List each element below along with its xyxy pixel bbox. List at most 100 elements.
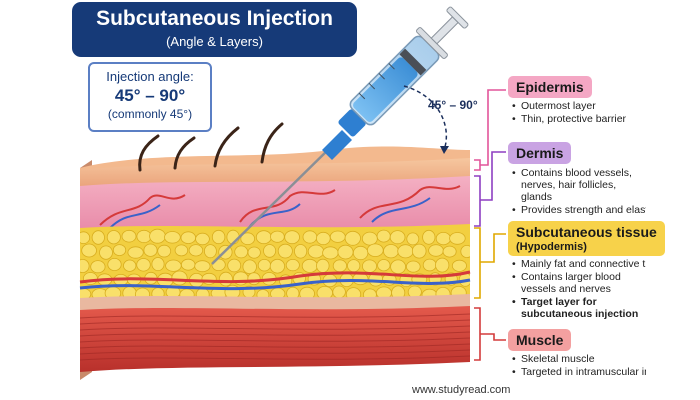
injection-angle-common: (commonly 45°): [107, 107, 193, 121]
fat-cell: [405, 260, 421, 273]
fat-cell: [435, 257, 450, 273]
angle-indicator-label: 45° – 90°: [428, 98, 478, 112]
dermis-bracket: [474, 151, 506, 227]
muscle-fibers: [79, 313, 471, 361]
fat-cell: [203, 244, 217, 259]
fat-cell: [411, 243, 427, 259]
fat-cell: [332, 259, 347, 273]
fat-cell: [442, 245, 457, 258]
needle-icon: [211, 142, 336, 265]
muscle-fiber: [79, 325, 471, 331]
fat-cell: [255, 230, 272, 245]
muscle-fiber: [79, 319, 471, 325]
epidermis-name: Epidermis: [516, 79, 584, 95]
fat-cell: [422, 229, 436, 245]
fat-cell: [293, 244, 308, 259]
fat-cell: [361, 231, 378, 246]
subcutaneous-subname: (Hypodermis): [516, 241, 587, 253]
dermis-title: Dermis: [508, 142, 572, 164]
fat-cell: [242, 259, 257, 275]
fat-cell: [112, 244, 127, 257]
fat-cell: [91, 230, 105, 245]
angle-arc-arrowhead: [440, 146, 449, 154]
fat-cell: [285, 258, 300, 272]
fat-cell: [257, 259, 271, 272]
fat-cell: [376, 229, 391, 243]
dermis-name: Dermis: [516, 145, 564, 161]
fat-cell: [322, 246, 339, 260]
epidermis-bracket: [474, 89, 506, 171]
fat-cell: [99, 245, 113, 260]
list-item: Skeletal muscle: [512, 353, 646, 365]
fat-cell: [269, 258, 285, 274]
dermis-bullets: Contains blood vessels, nerves, hair fol…: [512, 167, 646, 217]
dermis-blood-vessels: [99, 185, 461, 229]
muscle-fiber: [79, 313, 471, 319]
muscle-fiber: [79, 349, 471, 355]
fat-cell: [397, 244, 414, 259]
title-banner: Subcutaneous Injection (Angle & Layers): [72, 2, 357, 57]
muscle-fiber: [79, 343, 471, 349]
fat-cell: [211, 229, 226, 245]
fat-cell: [383, 244, 399, 259]
muscle-bracket: [474, 307, 506, 361]
list-item: Contains larger blood vessels and nerves: [512, 271, 646, 295]
fat-cell: [106, 230, 121, 245]
fat-cell: [174, 244, 189, 257]
fat-cell: [366, 243, 384, 257]
muscle-title: Muscle: [508, 329, 572, 351]
fat-cell: [240, 232, 256, 246]
fat-cell: [337, 244, 354, 260]
fat-cell: [451, 259, 467, 272]
fat-cell: [277, 243, 293, 259]
fat-cell: [136, 229, 152, 244]
subcutaneous-bracket: [474, 227, 506, 299]
fat-cell: [121, 229, 137, 243]
fat-cell: [344, 230, 361, 246]
watermark: www.studyread.com: [412, 384, 511, 396]
list-item: Target layer for subcutaneous injection: [512, 296, 646, 320]
muscle-fiber: [79, 331, 471, 337]
fat-cell: [435, 232, 451, 246]
fat-cell: [460, 244, 470, 258]
fat-cell: [151, 257, 165, 272]
angle-arc-icon: [403, 85, 448, 151]
list-item: Mainly fat and connective tissue: [512, 258, 646, 270]
subcutaneous-name: Subcutaneous tissue: [516, 224, 657, 240]
fat-cell: [123, 259, 137, 272]
fat-cell: [180, 258, 196, 271]
muscle-bullets: Skeletal muscle Targeted in intramuscula…: [512, 353, 646, 379]
fat-cell: [165, 259, 182, 272]
muscle-name: Muscle: [516, 332, 564, 348]
fat-cell: [81, 243, 97, 258]
fat-cell: [80, 231, 91, 245]
hair-icon: [138, 122, 284, 172]
fat-cell: [234, 245, 249, 259]
fat-cell: [307, 244, 325, 259]
fat-cell: [247, 246, 261, 259]
fat-cell: [428, 244, 444, 257]
fat-cell: [449, 232, 466, 245]
fat-cell: [157, 244, 172, 258]
fat-cell: [80, 258, 90, 273]
fat-cell: [127, 246, 144, 259]
fat-cell: [361, 259, 377, 273]
fat-cell: [263, 244, 277, 258]
dermis-layer: [80, 176, 470, 232]
fat-cell: [194, 260, 211, 273]
fat-cell: [329, 230, 346, 243]
muscle-fiber: [79, 355, 471, 361]
epidermis-title: Epidermis: [508, 76, 592, 98]
fat-cell: [136, 258, 151, 272]
fat-cell: [422, 258, 437, 272]
fat-cell: [315, 231, 331, 246]
fat-cell: [377, 259, 391, 272]
fat-cell: [389, 230, 406, 245]
muscle-fiber: [79, 337, 471, 343]
list-item: Contains blood vessels, nerves, hair fol…: [512, 167, 646, 203]
needle-hub: [322, 130, 352, 160]
fat-cell: [218, 271, 233, 287]
fat-cell: [352, 245, 369, 261]
page-subtitle: (Angle & Layers): [166, 34, 263, 49]
